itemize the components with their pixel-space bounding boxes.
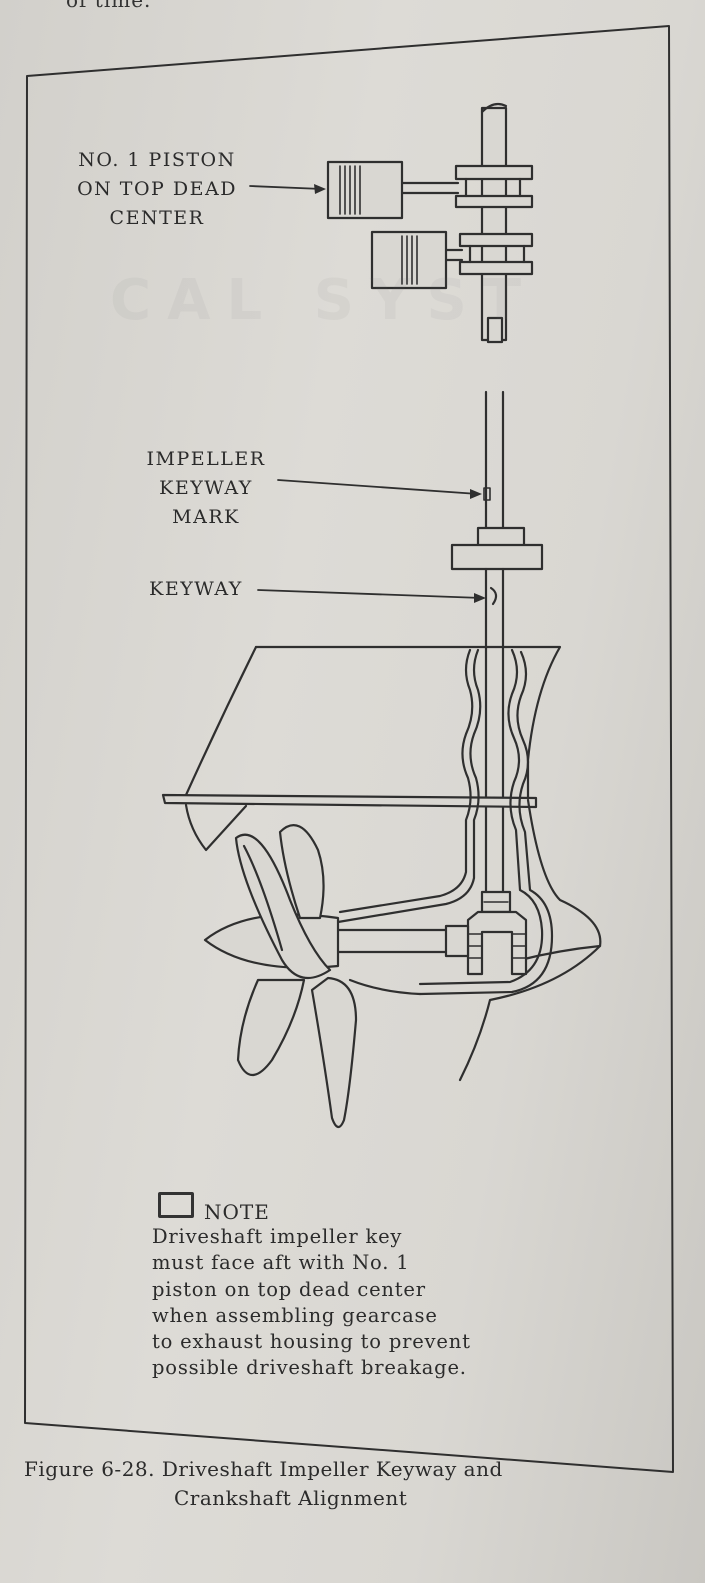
note-icon: [158, 1192, 194, 1218]
previous-text-fragment: of time.: [66, 0, 152, 12]
crankshaft-drawing: [326, 102, 534, 344]
label-keyway: KEYWAY: [149, 578, 243, 600]
note-line: must face aft with No. 1: [152, 1251, 410, 1275]
note-line: piston on top dead center: [152, 1277, 426, 1301]
bleed-through-watermark: CAL SYST: [110, 268, 538, 333]
note-line: to exhaust housing to prevent: [152, 1330, 471, 1354]
driveshaft-drawing: [450, 390, 544, 894]
figure-frame: [24, 25, 674, 1473]
figure-caption: Figure 6-28. Driveshaft Impeller Keyway …: [24, 1457, 503, 1510]
label-no1-piston: NO. 1 PISTON ON TOP DEAD CENTER: [77, 149, 237, 229]
note-line: possible driveshaft breakage.: [152, 1356, 467, 1380]
note-line: Driveshaft impeller key: [152, 1225, 403, 1248]
note-body: Driveshaft impeller key must face aft wi…: [152, 1224, 552, 1382]
gearcase-drawing: [161, 645, 602, 1129]
label-impeller-keyway-mark: IMPELLER KEYWAY MARK: [146, 448, 266, 528]
note-line: when assembling gearcase: [152, 1303, 438, 1327]
note-title: NOTE: [204, 1200, 270, 1224]
